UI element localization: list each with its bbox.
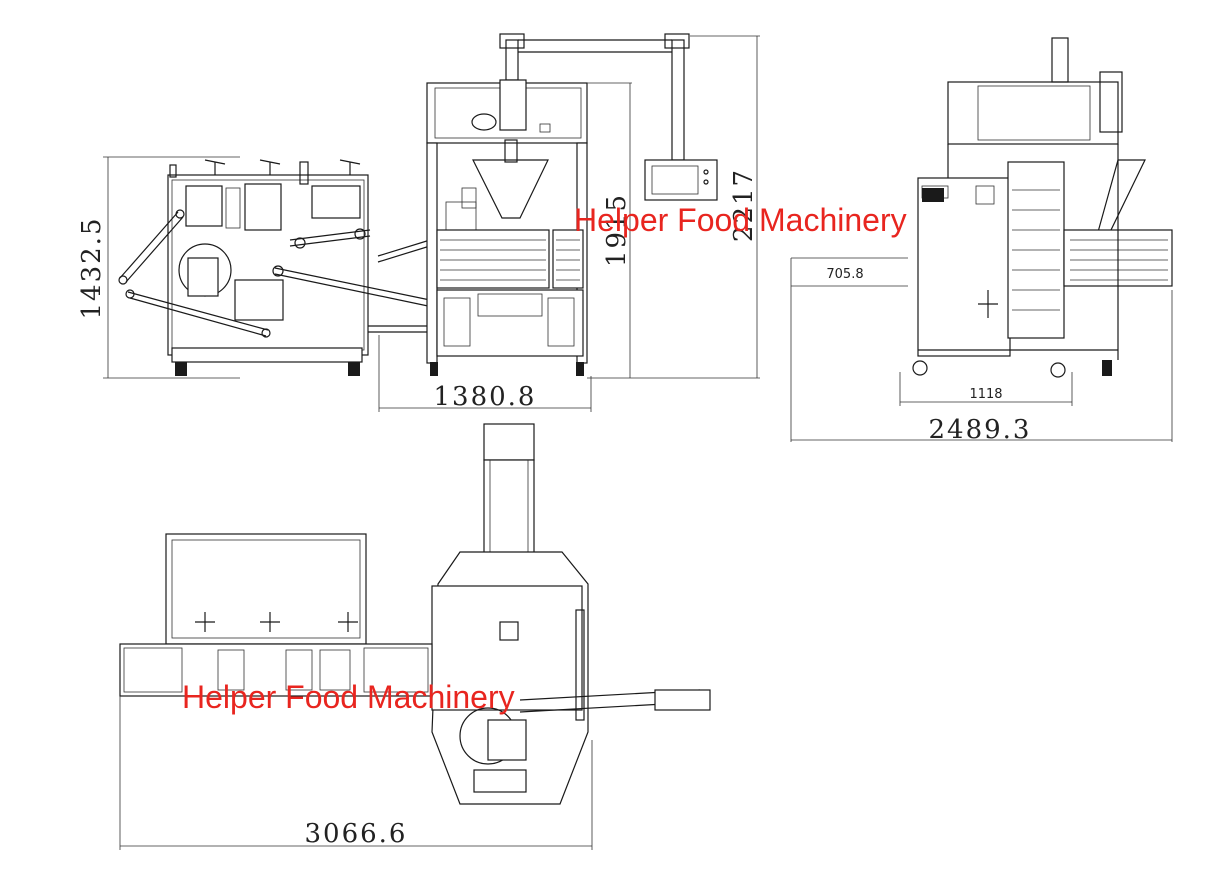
dimension-side-height: 1432.5 [77, 217, 107, 320]
dimension-front-width: 1380.8 [434, 382, 537, 412]
top-view: 3066.6 [119, 423, 711, 850]
dimension-top-length: 3066.6 [305, 819, 408, 849]
side-view: 1432.5 [77, 156, 431, 379]
front-view: 1380.8 1915 2217 [378, 33, 760, 412]
dimension-right-base: 1118 [969, 387, 1002, 402]
dimension-right-offset: 705.8 [826, 267, 863, 282]
dimension-front-height-total: 2217 [729, 168, 759, 242]
dimension-front-height-inner: 1915 [602, 193, 632, 267]
watermark-text: Helper Food Machinery [574, 202, 907, 238]
dimension-right-width: 2489.3 [929, 415, 1032, 445]
right-view: 705.8 1118 2489.3 [790, 37, 1173, 445]
watermark-text: Helper Food Machinery [182, 679, 515, 715]
